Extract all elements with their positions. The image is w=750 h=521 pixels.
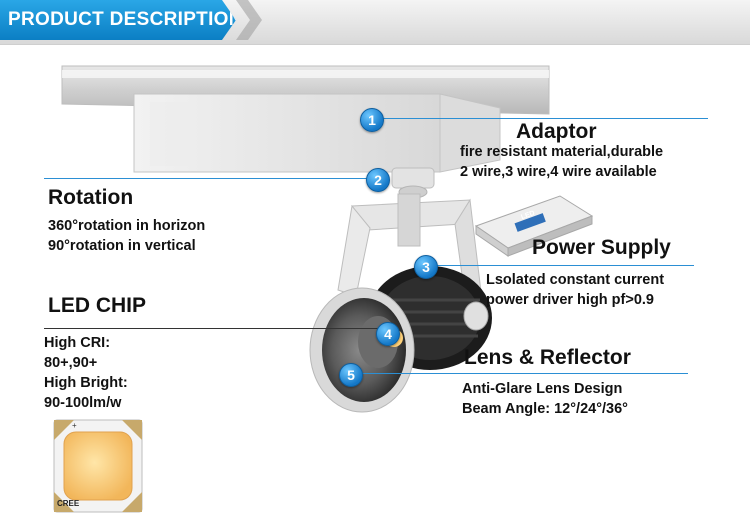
led-chip-line-4: 90-100lm/w [44, 395, 122, 411]
lens-line-2: Beam Angle: 12°/24°/36° [462, 401, 628, 417]
lens-line-1: Anti-Glare Lens Design [462, 381, 623, 397]
chip-brand-label: CREE [57, 499, 80, 508]
rotation-description: 360°rotation in horizon 90°rotation in v… [48, 216, 205, 256]
led-chip-title: LED CHIP [48, 294, 147, 317]
power-supply-driver [474, 195, 594, 257]
lens-title: Lens & Reflector [464, 346, 631, 369]
power-supply-description: Lsolated constant current power driver h… [486, 270, 664, 310]
badge-5: 5 [339, 363, 363, 387]
led-chip-description: High CRI: 80+,90+ High Bright: 90-100lm/… [44, 333, 128, 413]
led-chip-line-1: High CRI: [44, 335, 111, 351]
adaptor-body [133, 93, 501, 173]
power-supply-title: Power Supply [532, 236, 671, 259]
lamp-housing [309, 287, 415, 413]
adaptor-title: Adaptor [516, 120, 597, 143]
adaptor-line-1: fire resistant material,durable [460, 144, 664, 160]
page-title: PRODUCT DESCRIPTION [8, 9, 243, 30]
badge-4: 4 [376, 322, 400, 346]
adaptor-guide-line [372, 118, 708, 119]
lens-description: Anti-Glare Lens Design Beam Angle: 12°/2… [462, 379, 628, 419]
power-supply-line-1: Lsolated constant current [486, 272, 665, 288]
led-chip-guide-line [44, 328, 388, 329]
led-chip-image: + [53, 419, 143, 513]
badge-3: 3 [414, 255, 438, 279]
rotation-line-2: 90°rotation in vertical [48, 238, 196, 254]
led-chip-line-2: 80+,90+ [44, 355, 98, 371]
side-knob [463, 301, 489, 331]
adaptor-description: fire resistant material,durable 2 wire,3… [460, 142, 663, 182]
header-tab: PRODUCT DESCRIPTION [0, 0, 236, 40]
svg-text:+: + [72, 421, 77, 430]
lens-guide-line [350, 373, 688, 374]
adaptor-line-2: 2 wire,3 wire,4 wire available [460, 164, 657, 180]
power-supply-line-2: power driver high pf>0.9 [486, 292, 654, 308]
rotation-line-1: 360°rotation in horizon [48, 218, 206, 234]
yoke-bracket [337, 193, 483, 305]
led-chip-line-3: High Bright: [44, 375, 128, 391]
badge-1: 1 [360, 108, 384, 132]
rotation-title: Rotation [48, 186, 134, 209]
power-supply-guide-line [426, 265, 694, 266]
badge-2: 2 [366, 168, 390, 192]
rotation-guide-line [44, 178, 378, 179]
